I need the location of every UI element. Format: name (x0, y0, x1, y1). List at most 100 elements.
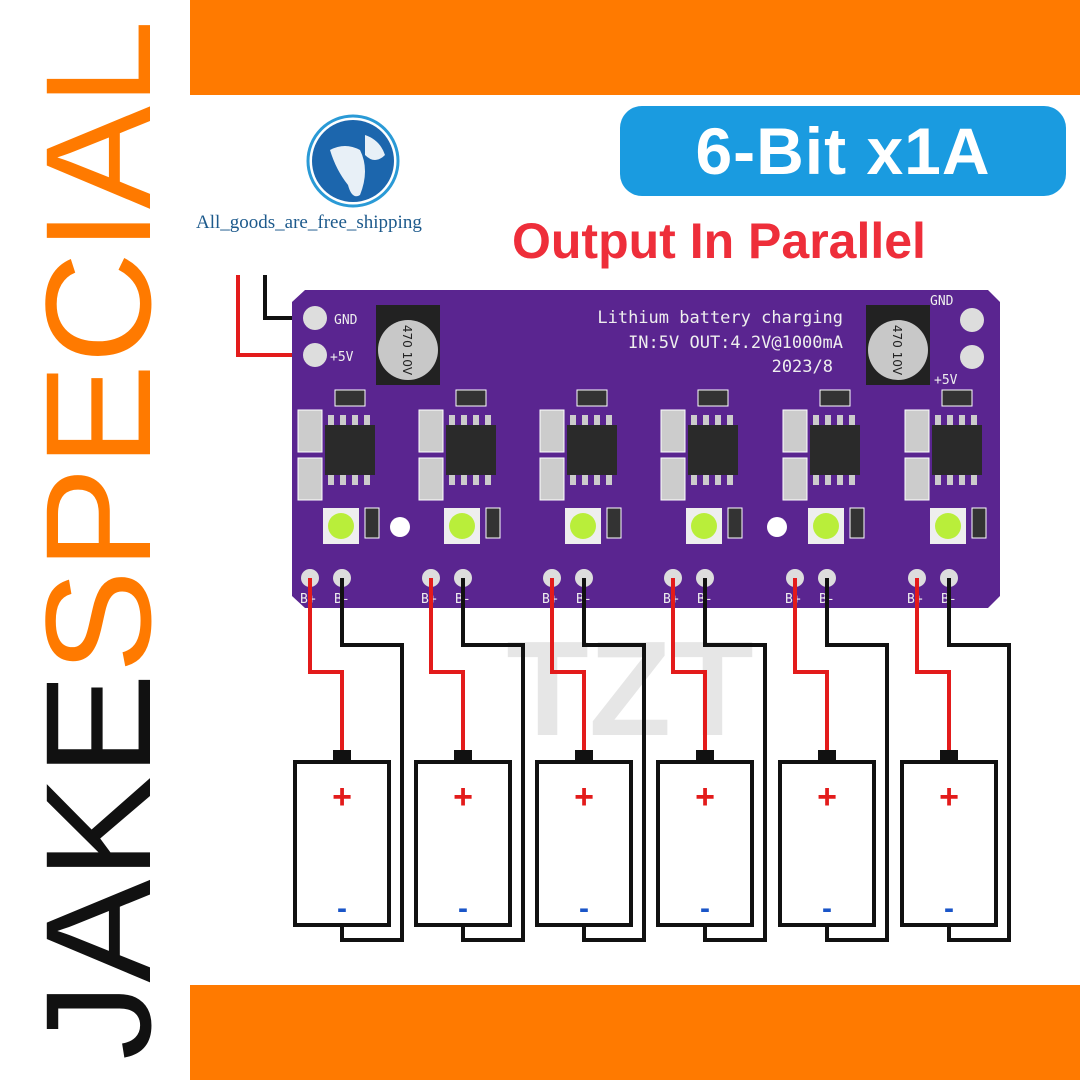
ic-pin (582, 475, 588, 485)
ic-pin (837, 415, 843, 425)
negative-wire (825, 578, 889, 942)
watermark: TZT (506, 613, 753, 764)
ic-pin (837, 475, 843, 485)
ic-pin (703, 475, 709, 485)
led-light (570, 513, 596, 539)
negative-wire (340, 578, 404, 942)
brand-part1: JAKE (14, 673, 182, 1060)
brand-part2: SPECIAL (14, 20, 182, 673)
charger-ic (567, 425, 617, 475)
resistor (418, 457, 444, 501)
battery-minus: - (458, 892, 468, 925)
ic-pin (449, 415, 455, 425)
led-light (328, 513, 354, 539)
power-pad (303, 306, 327, 330)
negative-wire (703, 578, 767, 942)
ic-pin (485, 475, 491, 485)
ic-pin (485, 415, 491, 425)
b-plus-label: B+ (907, 592, 923, 607)
b-plus-label: B+ (421, 592, 437, 607)
battery-body (778, 760, 876, 927)
ic-pin (352, 415, 358, 425)
resistor (849, 507, 865, 539)
resistor (455, 389, 487, 407)
battery-minus: - (944, 892, 954, 925)
charger-ic (688, 425, 738, 475)
resistor (539, 457, 565, 501)
ic-pin (959, 475, 965, 485)
resistor (782, 457, 808, 501)
ic-pin (825, 415, 831, 425)
battery-plus: + (332, 778, 352, 816)
ic-pin (340, 415, 346, 425)
ic-pin (727, 475, 733, 485)
board-spec: IN:5V OUT:4.2V@1000mA (628, 333, 843, 353)
ic-pin (691, 415, 697, 425)
battery-6: +- (900, 750, 998, 927)
resistor (904, 457, 930, 501)
resistor (418, 409, 444, 453)
battery-4: +- (656, 750, 754, 927)
ic-pin (328, 475, 334, 485)
resistor (971, 507, 987, 539)
ic-pin (971, 415, 977, 425)
battery-2: +- (414, 750, 512, 927)
ic-pin (364, 415, 370, 425)
positive-wire (671, 578, 707, 755)
gnd-label-right: GND (930, 294, 954, 309)
ic-pin (715, 415, 721, 425)
ic-pin (715, 475, 721, 485)
positive-wire (793, 578, 829, 755)
resistor (485, 507, 501, 539)
ic-pin (594, 475, 600, 485)
b-plus-label: B+ (785, 592, 801, 607)
charger-ic (325, 425, 375, 475)
channel-5: B+B- (782, 389, 889, 942)
ic-pin (813, 415, 819, 425)
negative-wire (582, 578, 646, 942)
battery-terminal (818, 750, 836, 762)
channel-4: B+B- (660, 389, 767, 942)
vin-label-left: +5V (330, 350, 354, 365)
brand-text: JAKESPECIAL (14, 20, 182, 1060)
gnd-label-left: GND (334, 313, 358, 328)
globe-icon (306, 114, 400, 208)
b-plus-label: B+ (300, 592, 316, 607)
ic-pin (352, 475, 358, 485)
b-plus-label: B+ (663, 592, 679, 607)
channel-3: B+B- (539, 389, 646, 942)
resistor (819, 389, 851, 407)
negative-wire (461, 578, 525, 942)
power-pad (960, 345, 984, 369)
battery-5: +- (778, 750, 876, 927)
battery-terminal (696, 750, 714, 762)
battery-minus: - (700, 892, 710, 925)
battery-plus: + (453, 778, 473, 816)
top-orange-bar (190, 0, 1080, 95)
charger-ic (932, 425, 982, 475)
resistor (364, 507, 380, 539)
ic-pin (825, 475, 831, 485)
battery-3: +- (535, 750, 633, 927)
ic-pin (328, 415, 334, 425)
battery-minus: - (579, 892, 589, 925)
board-title: Lithium battery charging (597, 308, 843, 328)
battery-plus: + (574, 778, 594, 816)
ic-pin (594, 415, 600, 425)
ic-pin (582, 415, 588, 425)
mounting-hole (767, 517, 787, 537)
battery-terminal (575, 750, 593, 762)
bottom-orange-bar (190, 985, 1080, 1080)
resistor (904, 409, 930, 453)
resistor (782, 409, 808, 453)
resistor (660, 457, 686, 501)
led-light (449, 513, 475, 539)
battery-terminal (940, 750, 958, 762)
resistor (297, 409, 323, 453)
b-plus-label: B+ (542, 592, 558, 607)
led-light (691, 513, 717, 539)
power-pad (303, 343, 327, 367)
battery-1: +- (293, 750, 391, 927)
resistor (941, 389, 973, 407)
